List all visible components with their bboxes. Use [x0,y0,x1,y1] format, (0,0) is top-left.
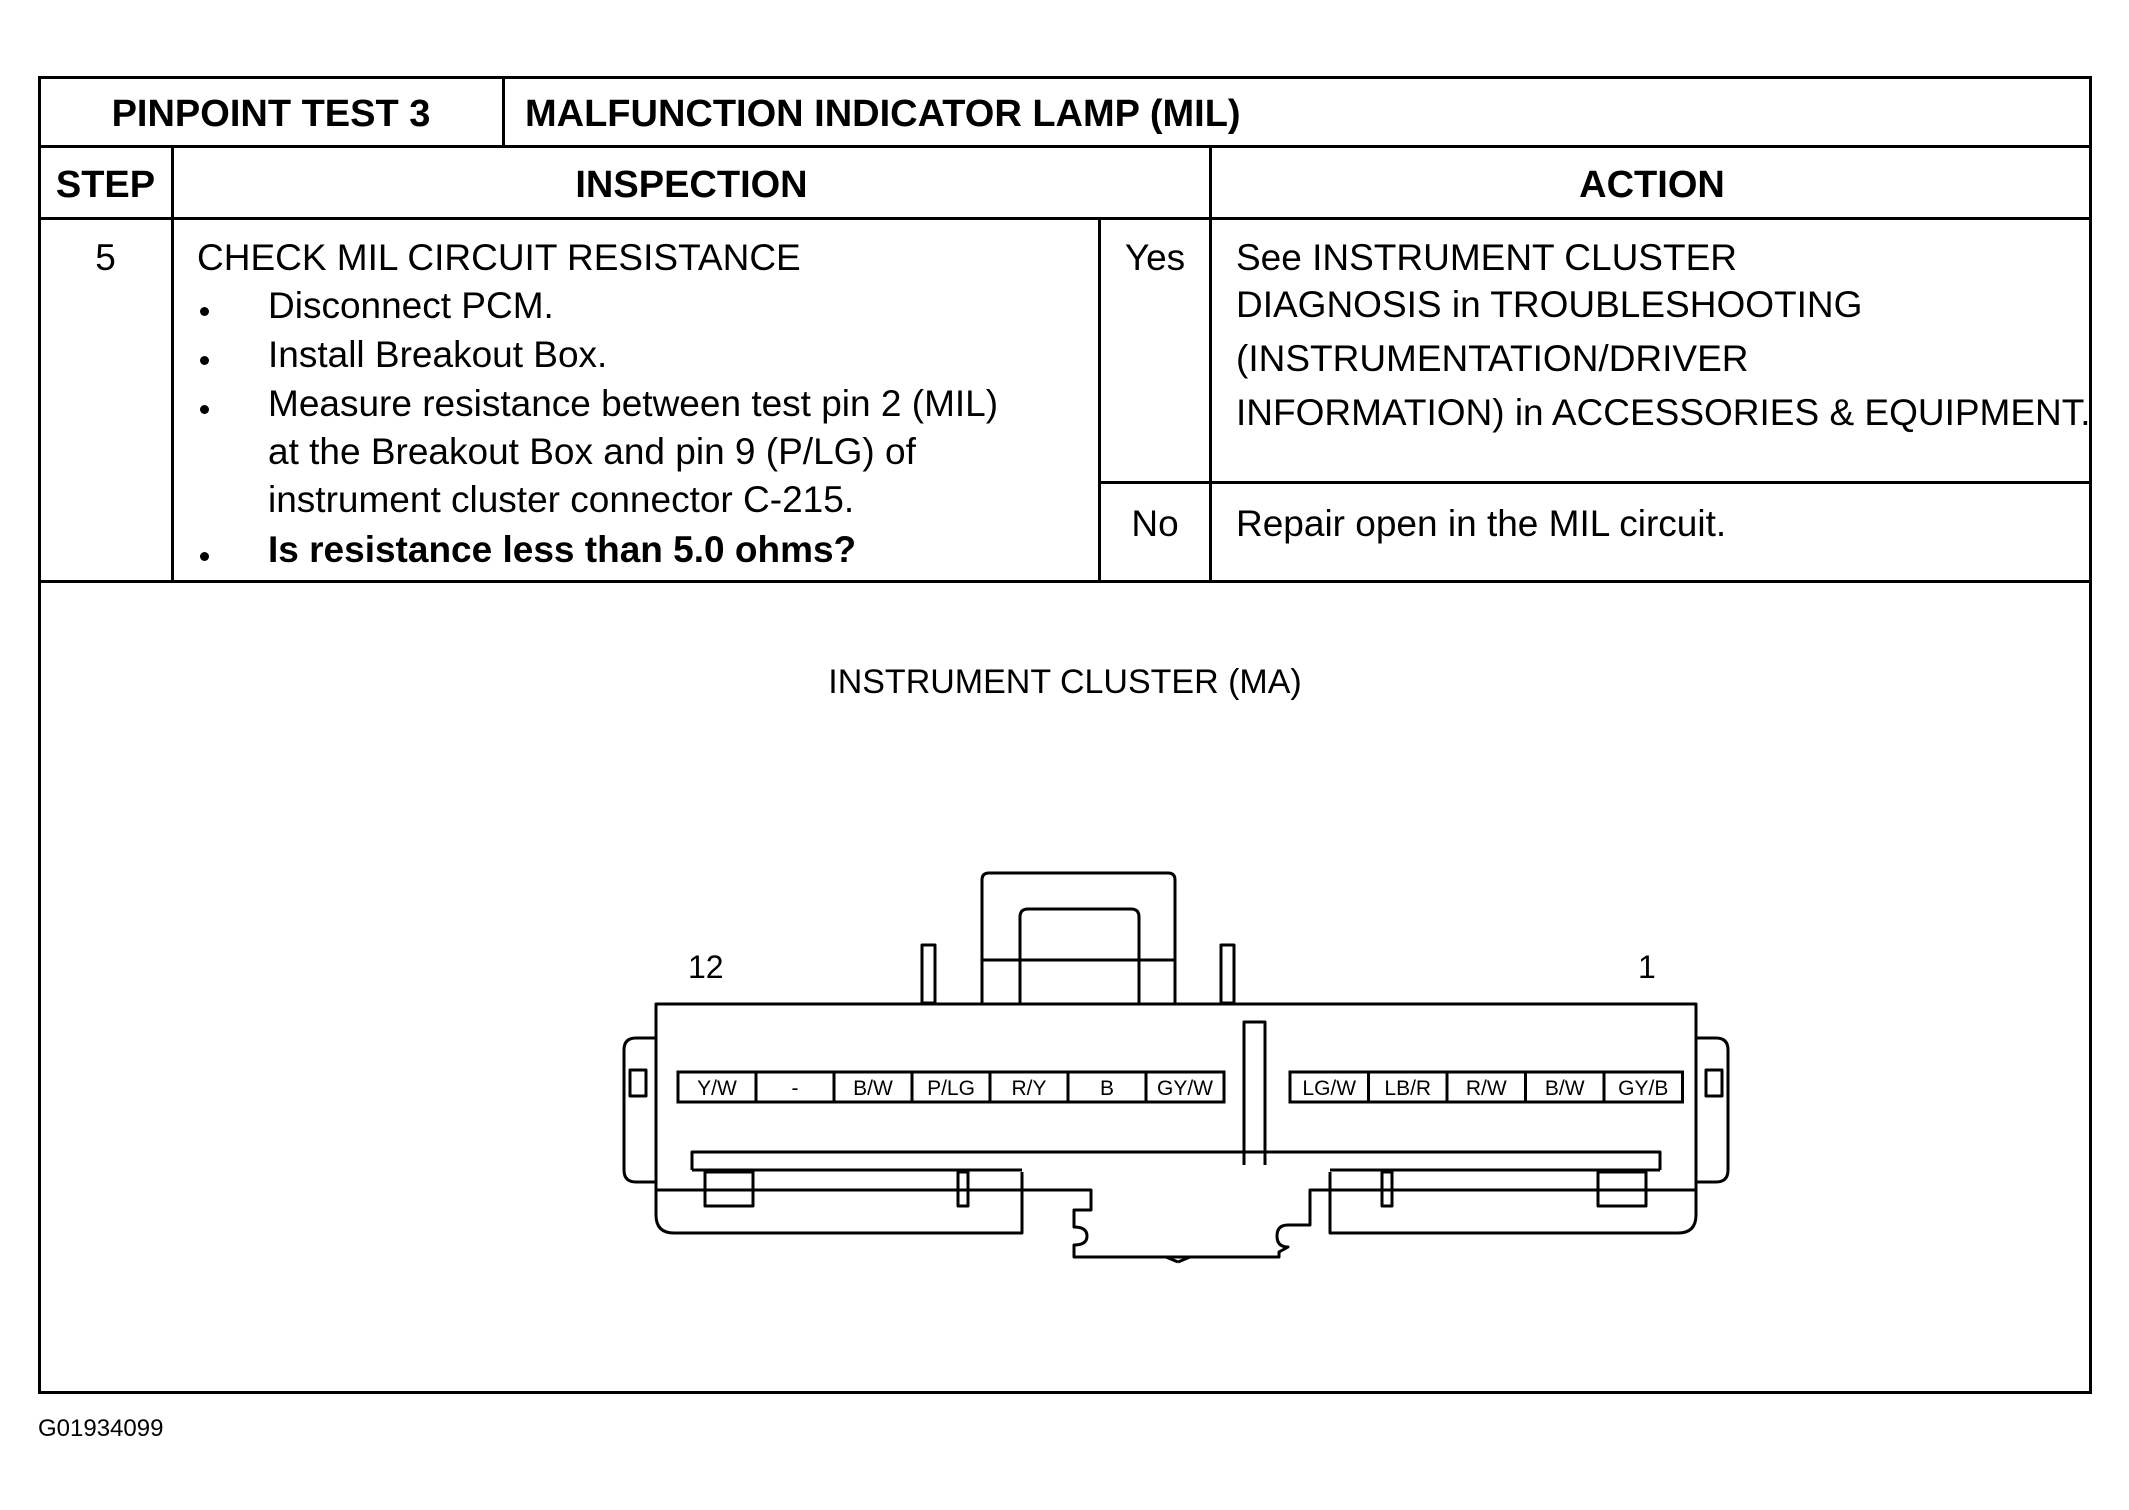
yes-action-line: See INSTRUMENT CLUSTER [1236,237,1737,278]
column-action: ACTION [1579,164,1725,206]
pin-label: R/W [1466,1077,1507,1100]
pin-label: LB/R [1384,1077,1431,1100]
pin-label: B/W [853,1077,893,1100]
yes-action-line: (INSTRUMENTATION/DRIVER [1236,338,1749,379]
pin-label: B/W [1545,1077,1585,1100]
rule-row-bottom [38,580,2092,583]
column-step: STEP [55,164,156,206]
pin-label: Y/W [697,1077,737,1100]
pin-row-left: Y/W - B/W P/LG R/Y B GY/W [676,1070,1226,1104]
pin-row-right: LG/W LB/R R/W B/W GY/B [1288,1070,1684,1104]
bullet-dot [200,552,209,561]
rule-yes-no-divider [1100,481,2092,484]
rule-columns-bottom [38,217,2092,220]
connector-latch [980,871,1177,1004]
pinpoint-test-table [38,76,2092,1394]
column-inspection: INSPECTION [575,164,808,206]
pin-cell [1602,1070,1684,1104]
inspection-bullet: Measure resistance between test pin 2 (M… [268,383,999,424]
test-label: PINPOINT TEST 3 [111,93,431,135]
connector-ear-left [622,1036,656,1184]
pin-number-right: 1 [1638,949,1656,985]
pin-label: R/Y [1011,1077,1046,1100]
pin-label: B [1100,1077,1114,1100]
bullet-dot [200,356,209,365]
inspection-bullet: Install Breakout Box. [268,334,608,375]
inspection-bullet: Disconnect PCM. [268,285,554,326]
rule-header-divider [502,76,505,147]
rule-yesno-divider [1098,217,1101,582]
connector-post-left [920,943,937,1005]
rule-header-bottom [38,145,2092,148]
inspection-bullet-continued: instrument cluster connector C-215. [268,479,855,520]
connector-body [654,1002,1698,1259]
rule-step-divider [171,145,174,582]
yes-action-line: DIAGNOSIS in TROUBLESHOOTING [1236,284,1863,325]
bullet-dot [200,405,209,414]
rule-inspection-divider [1209,145,1212,582]
pin-label: LG/W [1302,1077,1356,1100]
yes-label: Yes [1124,237,1186,278]
connector-post-right [1219,943,1236,1005]
pin-label: P/LG [927,1077,975,1100]
step-number: 5 [95,237,116,278]
bullet-dot [200,307,209,316]
diagram-title: INSTRUMENT CLUSTER (MA) [828,663,1302,701]
inspection-question: Is resistance less than 5.0 ohms? [268,529,857,570]
test-title: MALFUNCTION INDICATOR LAMP (MIL) [525,93,1241,135]
pin-cell [1144,1070,1226,1104]
connector-ear-right [1696,1036,1730,1184]
no-action: Repair open in the MIL circuit. [1236,503,1727,544]
yes-action-line: INFORMATION) in ACCESSORIES & EQUIPMENT. [1236,392,2091,433]
pin-label: GY/B [1618,1077,1668,1100]
pin-label: - [792,1077,799,1100]
figure-id: G01934099 [38,1415,164,1442]
inspection-title: CHECK MIL CIRCUIT RESISTANCE [197,237,801,278]
no-label: No [1131,503,1179,544]
pin-number-left: 12 [688,949,724,985]
pin-label: GY/W [1157,1077,1213,1100]
inspection-bullet-continued: at the Breakout Box and pin 9 (P/LG) of [268,431,916,472]
